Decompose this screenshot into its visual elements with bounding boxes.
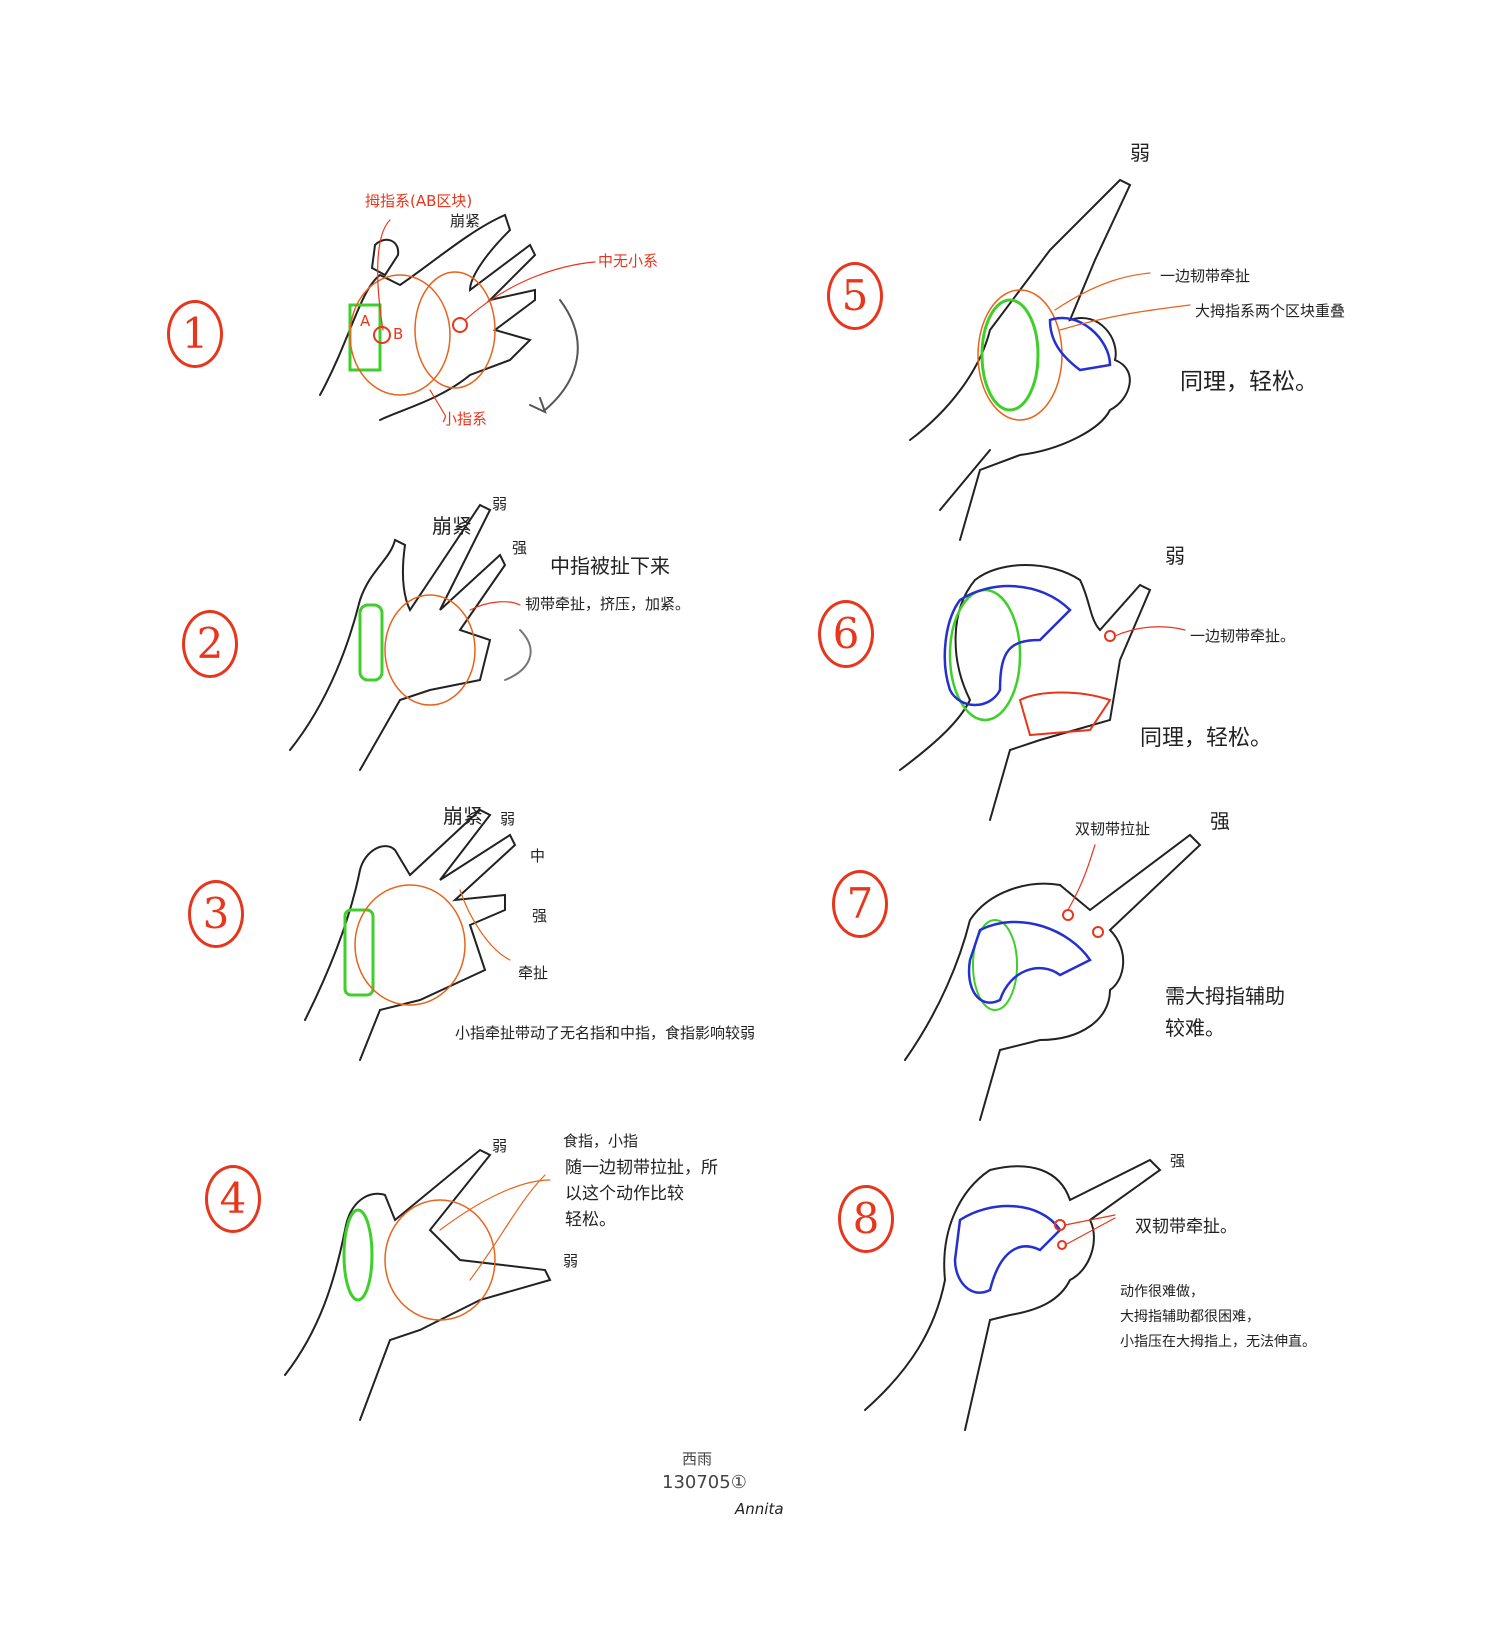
label-double-ligament: 双韧带牵扯。: [1135, 1217, 1237, 1237]
label-tense: 崩紧: [443, 804, 483, 828]
label-easy: 同理，轻松。: [1140, 726, 1273, 751]
label-weak-bottom: 弱: [563, 1252, 579, 1270]
panel-number-2: 2: [182, 610, 238, 678]
note-line: 轻松。: [565, 1210, 616, 1230]
label-weak-top: 弱: [492, 1137, 508, 1155]
note-line: 以这个动作比较: [565, 1184, 684, 1204]
label-tense: 崩紧: [450, 212, 481, 230]
label-a: A: [360, 312, 371, 330]
label-easy: 同理，轻松。: [1180, 369, 1318, 395]
signature-sign: Annita: [735, 1500, 784, 1518]
hand-sketch-7: [904, 833, 1202, 1121]
label-tense: 崩紧: [432, 514, 472, 538]
signature-date: 130705①: [662, 1472, 747, 1493]
hand-sketch-1: [319, 213, 596, 421]
label-ligament: 韧带牵扯，挤压，加紧。: [525, 595, 691, 613]
panel-number-1: 1: [167, 300, 223, 368]
panel-number-6: 6: [818, 600, 874, 668]
label-strong: 强: [532, 907, 548, 925]
signature-name: 西雨: [682, 1450, 713, 1468]
label-middle-pulled: 中指被扯下来: [550, 554, 670, 578]
label-other-fingers: 中无小系: [598, 252, 659, 270]
label-fingers: 食指，小指: [563, 1132, 639, 1150]
label-weak: 弱: [492, 495, 508, 513]
label-b: B: [393, 325, 404, 343]
note-line: 小指压在大拇指上，无法伸直。: [1120, 1334, 1316, 1350]
label-ligament: 一边韧带牵扯。: [1190, 627, 1296, 645]
note-line: 较难。: [1165, 1016, 1225, 1040]
note-line: 随一边韧带拉扯，所: [565, 1158, 718, 1178]
note: 需大拇指辅助 较难。: [1165, 980, 1285, 1044]
note-line: 大拇指辅助都很困难，: [1120, 1309, 1260, 1325]
label-weak: 弱: [1130, 141, 1150, 165]
panel-number-5: 5: [827, 262, 883, 330]
hand-sketch-2: [289, 503, 532, 771]
note: 随一边韧带拉扯，所 以这个动作比较 轻松。: [565, 1155, 718, 1233]
note-line: 需大拇指辅助: [1165, 984, 1285, 1008]
panel-number-4: 4: [205, 1165, 261, 1233]
hand-sketch-4: [284, 1148, 552, 1421]
note: 小指牵扯带动了无名指和中指，食指影响较弱: [455, 1024, 756, 1042]
label-strong: 强: [1170, 1152, 1186, 1170]
label-strong: 强: [512, 539, 528, 557]
label-double-ligament: 双韧带拉扯: [1075, 820, 1151, 838]
hand-sketch-6: [899, 564, 1186, 821]
hand-sketch-5: [909, 178, 1191, 541]
label-strong: 强: [1210, 809, 1230, 833]
label-weak: 弱: [500, 810, 516, 828]
label-pinky-group: 小指系: [442, 410, 488, 428]
label-thumb-overlap: 大拇指系两个区块重叠: [1195, 302, 1346, 320]
label-thumb-group: 拇指系(AB区块): [365, 192, 473, 210]
panel-number-3: 3: [188, 880, 244, 948]
note-line: 动作很难做，: [1120, 1284, 1204, 1300]
hand-sketch-8: [864, 1158, 1162, 1431]
note: 动作很难做， 大拇指辅助都很困难， 小指压在大拇指上，无法伸直。: [1120, 1280, 1316, 1355]
hand-sketch-3: [304, 808, 517, 1061]
label-weak: 弱: [1165, 544, 1185, 568]
panel-number-7: 7: [832, 870, 888, 938]
panel-number-8: 8: [838, 1185, 894, 1253]
label-middle: 中: [530, 847, 546, 865]
label-pull: 牵扯: [518, 964, 549, 982]
label-ligament: 一边韧带牵扯: [1160, 267, 1251, 285]
